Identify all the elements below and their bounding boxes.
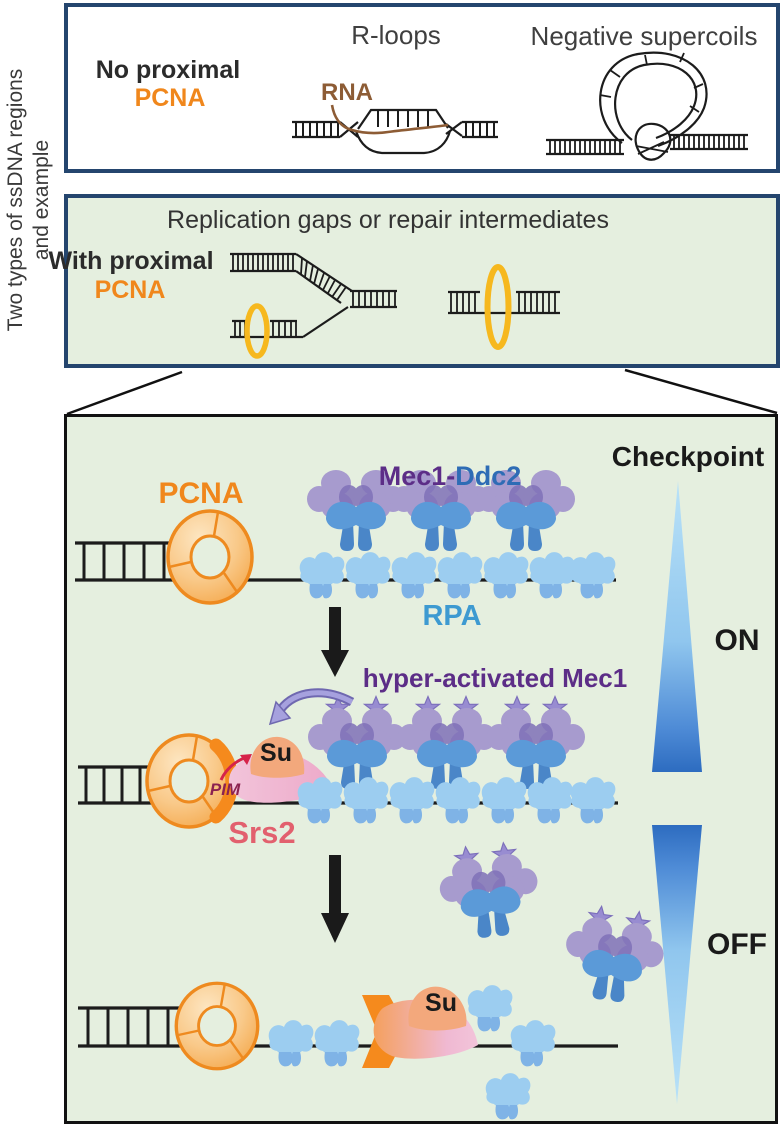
checkpoint-off-label: OFF [707, 928, 767, 961]
su-label-mid: Su [260, 739, 292, 767]
no-proximal-pcna-label: PCNA [134, 84, 206, 112]
side-label: Two types of ssDNA regions and example [3, 15, 55, 385]
with-pcna-title: Replication gaps or repair intermediates [167, 206, 609, 234]
side-label-line2: and example [30, 139, 53, 261]
zoom-connector-lines [66, 368, 778, 416]
no-proximal-label: No proximal [95, 56, 241, 84]
panel-checkpoint-model [64, 414, 778, 1124]
rna-label: RNA [321, 79, 373, 106]
mec1-label-part: Mec1- [378, 461, 456, 491]
su-label-bottom: Su [425, 989, 457, 1017]
panel-with-proximal-pcna [64, 194, 780, 368]
hyper-activated-mec1-label: hyper-activated Mec1 [362, 663, 628, 693]
supercoils-title: Negative supercoils [530, 21, 758, 51]
srs2-label: Srs2 [228, 815, 296, 850]
pcna-label: PCNA [158, 477, 244, 510]
rloops-title: R-loops [351, 20, 441, 50]
mec1-ddc2-label: Mec1-Ddc2 [379, 463, 522, 490]
side-label-line1: Two types of ssDNA regions [4, 68, 27, 332]
checkpoint-on-label: ON [714, 624, 760, 657]
checkpoint-title: Checkpoint [611, 441, 765, 472]
pim-label: PIM [209, 780, 241, 799]
ddc2-label-part: Ddc2 [455, 461, 522, 491]
rpa-label: RPA [422, 600, 482, 632]
with-proximal-pcna-label: PCNA [94, 276, 166, 304]
with-proximal-label: With proximal [48, 247, 214, 275]
